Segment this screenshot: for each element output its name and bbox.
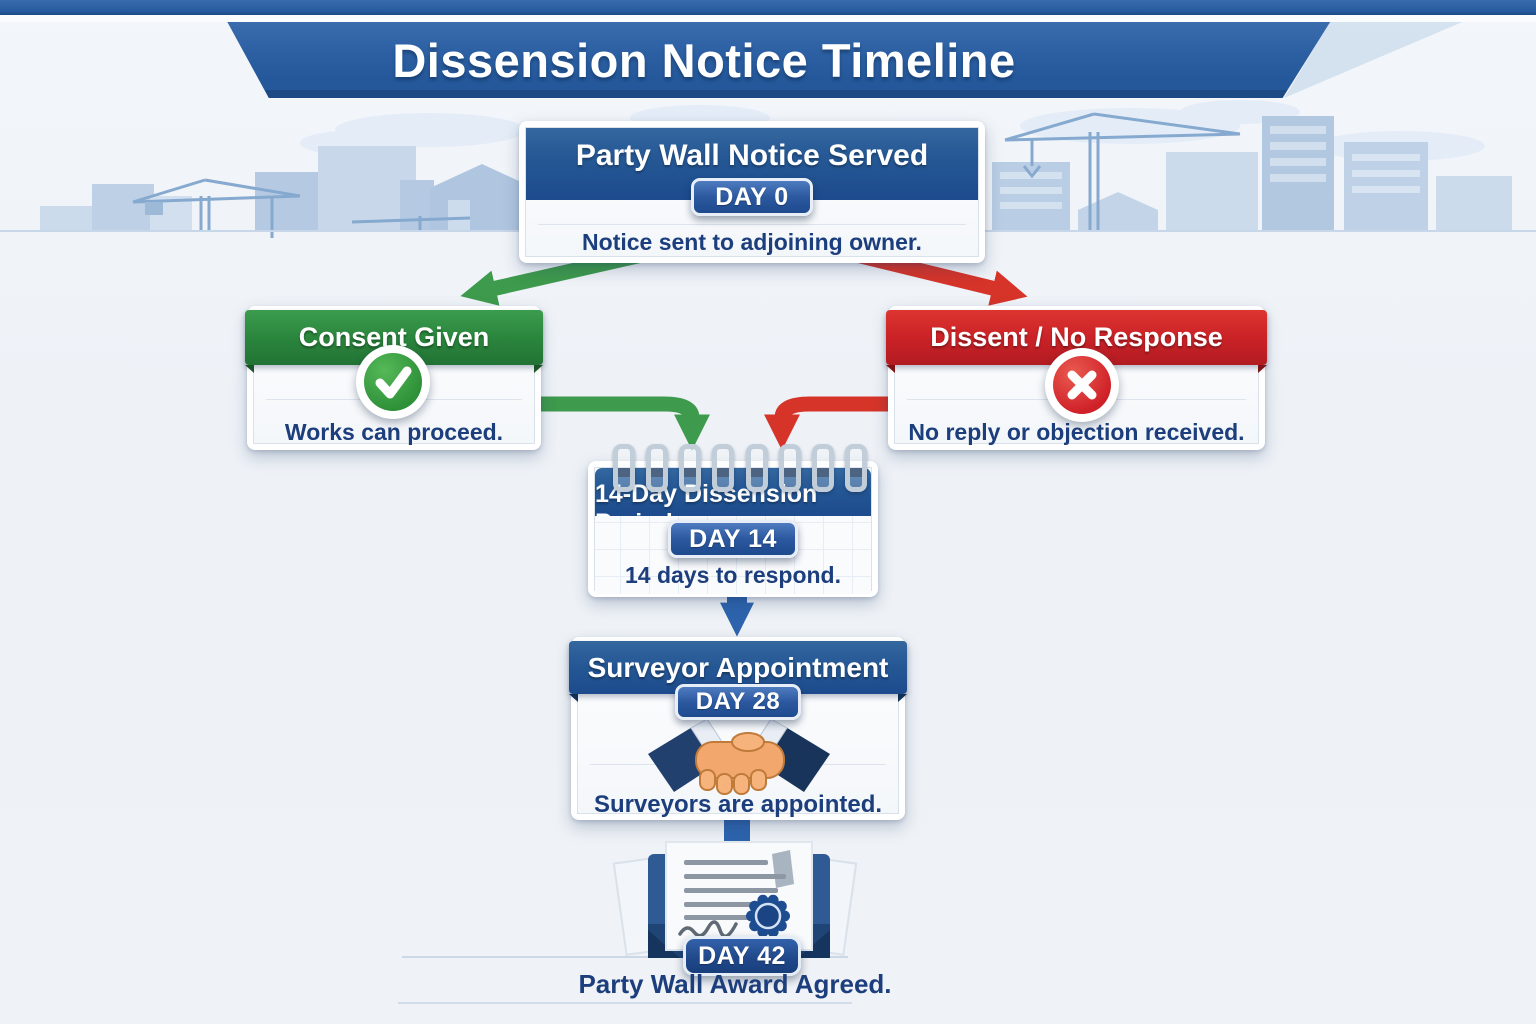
day-42-badge: DAY 42	[683, 936, 801, 976]
node-surveyor-appointment: Surveyor Appointment DAY 28 Surveyors ar…	[569, 637, 907, 820]
node-consent-given: Consent Given Works can proceed.	[245, 306, 543, 450]
award-divider-bottom	[398, 1002, 852, 1004]
arrow-consent-to-period	[534, 396, 710, 451]
award-description: Party Wall Award Agreed.	[578, 969, 892, 999]
consent-description: Works can proceed.	[284, 419, 504, 445]
surveyor-description: Surveyors are appointed.	[593, 791, 883, 818]
binder-ring-icon	[712, 444, 734, 492]
construction-crane-icon	[132, 178, 471, 238]
dissent-description: No reply or objection received.	[908, 419, 1245, 445]
period-description: 14 days to respond.	[624, 562, 841, 588]
binder-ring-icon	[812, 444, 834, 492]
construction-crane-icon-right	[1004, 112, 1241, 230]
award-divider-top	[402, 956, 848, 958]
page-title: Dissension Notice Timeline	[392, 33, 1016, 87]
binder-ring-icon	[646, 444, 668, 492]
top-border-strip	[0, 0, 1536, 15]
binder-ring-icon	[613, 444, 635, 492]
signature-squiggle	[678, 920, 738, 938]
handshake-icon	[648, 718, 830, 795]
binder-ring-icon	[779, 444, 801, 492]
node-notice-served: Party Wall Notice Served DAY 0 Notice se…	[519, 121, 985, 263]
binder-ring-icon	[845, 444, 867, 492]
node-dissension-period: 14-Day Dissension Period DAY 14 14 days …	[588, 444, 878, 597]
banner-divider	[0, 15, 1536, 22]
day-28-badge: DAY 28	[675, 684, 801, 720]
check-circle-icon	[356, 345, 430, 419]
binder-ring-icon	[746, 444, 768, 492]
x-circle-icon	[1045, 348, 1119, 422]
title-banner	[227, 22, 1331, 98]
notice-header: Party Wall Notice Served	[526, 128, 978, 200]
seal-rosette-icon	[746, 894, 790, 938]
node-dissent: Dissent / No Response No reply or object…	[886, 306, 1267, 450]
dissent-header: Dissent / No Response	[886, 310, 1267, 373]
arrow-dissent-to-period	[764, 396, 892, 451]
day-14-badge: DAY 14	[668, 520, 798, 558]
binder-ring-icon	[679, 444, 701, 492]
day-0-badge: DAY 0	[691, 178, 813, 216]
notice-description: Notice sent to adjoining owner.	[582, 229, 922, 255]
calendar-grid: DAY 14 14 days to respond.	[595, 516, 871, 594]
